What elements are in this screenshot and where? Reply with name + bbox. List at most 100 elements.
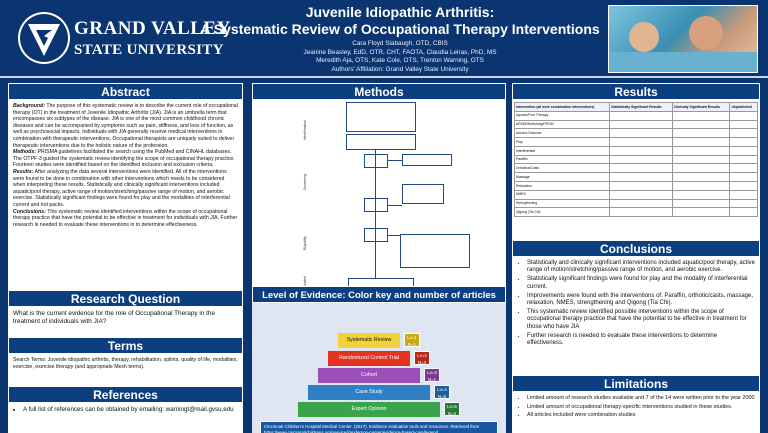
title-line1: Juvenile Idiopathic Arthritis:	[305, 4, 495, 20]
results-cell	[671, 189, 731, 200]
results-table: Intervention (all were combination inter…	[513, 102, 758, 218]
results-cell	[609, 172, 673, 183]
flow-box-dedup	[346, 134, 416, 150]
abstract-body: Background: The purpose of this systemat…	[8, 100, 243, 296]
results-section: Results Intervention (all were combinati…	[512, 83, 760, 248]
results-cell	[671, 137, 731, 147]
conclusion-item: Statistically significant findings were …	[527, 276, 755, 291]
results-cell	[729, 137, 758, 147]
results-cell	[729, 198, 758, 209]
results-cell	[671, 119, 731, 130]
flow-box-screened	[364, 154, 388, 168]
results-row-label: Orthotics/Casts	[513, 163, 611, 174]
results-cell	[609, 207, 673, 218]
limitation-item: Limited amount of occupational therapy-s…	[527, 404, 755, 411]
conclusions-section: Conclusions Statistically and clinically…	[512, 240, 760, 388]
stage-eligibility: Eligibility	[303, 236, 307, 250]
level-systematic-review: Systematic Review	[338, 333, 400, 348]
results-cell	[729, 128, 758, 139]
research-question-section: Research Question What is the current ev…	[8, 290, 243, 341]
terms-heading: Terms	[8, 337, 243, 354]
results-row: Paraffin	[513, 154, 758, 165]
results-row-label: Strengthening	[513, 198, 611, 209]
limitations-heading: Limitations	[512, 375, 760, 392]
results-cell	[609, 154, 673, 165]
research-question-text: What is the current evidence for the rol…	[8, 307, 243, 341]
authors-line1: Cara Floyd Slabaugh, OTD, CBIS	[352, 40, 448, 47]
references-body: A full list of references can be obtaine…	[8, 403, 243, 433]
results-row: Orthotics/Casts	[513, 163, 758, 174]
results-row-label: NMES	[513, 189, 611, 200]
results-heading: Results	[512, 83, 760, 100]
results-row-label: Play	[513, 137, 611, 147]
results-row: Strengthening	[513, 198, 758, 209]
results-cell	[609, 128, 673, 139]
results-text: After analyzing the data several interve…	[13, 168, 230, 208]
logo-line2: STATE UNIVERSITY	[74, 42, 224, 58]
poster-header: GRAND VALLEY STATE UNIVERSITY Juvenile I…	[0, 0, 768, 78]
stage-screening: Screening	[303, 173, 307, 190]
results-cell	[609, 181, 673, 191]
results-cell	[729, 110, 758, 121]
results-cell	[671, 207, 731, 218]
results-cell	[609, 189, 673, 200]
flow-box-excluded1	[402, 154, 452, 166]
results-row-label: Relaxation	[513, 181, 611, 191]
terms-section: Terms Search Terms: Juvenile idiopathic …	[8, 337, 243, 390]
authors-line3: Meredith Aja, OTS, Kate Cole, OTS, Trent…	[316, 57, 484, 65]
limitation-item: All articles included were combination s…	[527, 412, 755, 419]
results-row-label: Paraffin	[513, 154, 611, 165]
results-row-label: Aerobic Exercise	[513, 128, 611, 139]
results-row: Relaxation	[513, 181, 758, 191]
results-cell	[729, 145, 758, 156]
conclusions-body: Statistically and clinically significant…	[512, 257, 760, 388]
results-cell	[671, 172, 731, 183]
results-cell	[609, 163, 673, 174]
title-line2: A Systematic Review of Occupational Ther…	[200, 21, 600, 37]
results-cell	[671, 181, 731, 191]
flow-box-excluded2	[402, 184, 444, 204]
results-col-stat: Statistically Significant Results	[609, 102, 673, 112]
methods-heading: Methods	[252, 83, 506, 100]
authors: Cara Floyd Slabaugh, OTD, CBIS Jeanine B…	[200, 40, 600, 74]
conclusion-item: Improvements were found with the interve…	[527, 293, 755, 308]
results-cell	[729, 172, 758, 183]
results-row-label: Interferential	[513, 145, 611, 156]
results-cell	[671, 198, 731, 209]
flow-box-fulltext	[364, 198, 388, 212]
header-photo	[608, 5, 758, 73]
results-row: Interferential	[513, 145, 758, 156]
loe-heading: Level of Evidence: Color key and number …	[252, 286, 506, 303]
results-cell	[609, 119, 673, 130]
results-row: AROM/Stretching/PROM	[513, 119, 758, 130]
conclusion-item: This systematic review identified possib…	[527, 309, 755, 331]
results-cell	[671, 163, 731, 174]
conclusions-heading: Conclusions	[512, 240, 760, 257]
limitations-section: Limitations Limited amount of research s…	[512, 375, 760, 433]
results-row: Aquatic/Pool Therapy	[513, 110, 758, 121]
affiliation: Authors' Affiliation: Grand Valley State…	[331, 65, 469, 73]
references-heading: References	[8, 386, 243, 403]
flow-box-eligible	[364, 228, 388, 242]
conclusions-text: This systematic review identified interv…	[13, 208, 238, 228]
references-section: References A full list of references can…	[8, 386, 243, 433]
methods-text: PRISMA guidelines facilitated the search…	[13, 149, 235, 169]
results-cell	[671, 154, 731, 165]
results-col-intervention: Intervention (all were combination inter…	[513, 102, 611, 112]
gvsu-logo: GRAND VALLEY STATE UNIVERSITY	[18, 12, 230, 68]
background-text: The purpose of this systematic review is…	[13, 103, 238, 149]
research-question-heading: Research Question	[8, 290, 243, 307]
authors-line2: Jeanine Beasley, EdD, OTR, CHT, FAOTA, C…	[303, 48, 497, 56]
results-table-wrap: Intervention (all were combination inter…	[512, 100, 760, 248]
poster-title: Juvenile Idiopathic Arthritis: A Systema…	[200, 4, 600, 38]
results-cell	[671, 128, 731, 139]
results-cell	[609, 198, 673, 209]
methods-section: Methods Identification Screening Eligibi…	[252, 83, 506, 295]
results-col-clin: Clinically Significant Results	[671, 102, 731, 112]
results-row: Play	[513, 137, 758, 147]
limitation-item: Limited amount of research studies avail…	[527, 395, 755, 402]
results-cell	[609, 110, 673, 121]
references-text: A full list of references can be obtaine…	[23, 406, 238, 414]
